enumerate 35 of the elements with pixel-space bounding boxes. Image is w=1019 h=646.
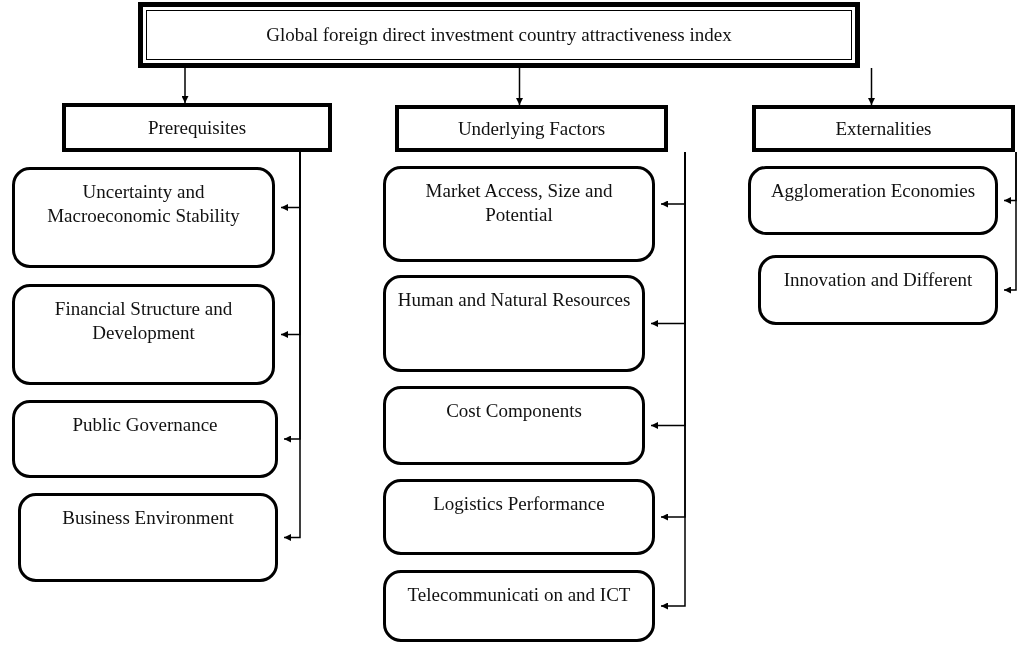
- factor-box: [383, 275, 645, 372]
- factor-box: [383, 479, 655, 555]
- label-text: Underlying Factors: [456, 116, 607, 141]
- label-text: Market Access, Size and Potential: [424, 179, 614, 227]
- label-text: Business Environment: [61, 506, 235, 530]
- factor-box: [18, 493, 278, 582]
- label-text: Telecommunicati on and ICT: [406, 583, 632, 607]
- label-text: Uncertainty and Macroeconomic Stability: [46, 180, 241, 228]
- label-text: Cost Components: [445, 399, 583, 423]
- arrow: [868, 67, 875, 106]
- title-text: Global foreign direct investment country attractiveness index: [265, 23, 733, 47]
- factor-box: [12, 167, 275, 268]
- category-box: [62, 103, 332, 152]
- label-text: Externalities: [834, 116, 933, 141]
- category-box: [395, 105, 668, 152]
- factor-box: [383, 386, 645, 465]
- label-text: Financial Structure and Development: [53, 297, 234, 345]
- label-text: Agglomeration Economies: [769, 179, 977, 203]
- factor-box: [12, 400, 278, 478]
- label-text: Prerequisites: [146, 115, 248, 140]
- factor-box: [12, 284, 275, 385]
- label-text: Public Governance: [71, 413, 219, 437]
- category-box: [752, 105, 1015, 152]
- factor-box: [383, 570, 655, 642]
- factor-box: [383, 166, 655, 262]
- arrow: [660, 151, 686, 610]
- factor-box: [758, 255, 998, 325]
- arrow: [516, 67, 523, 106]
- factor-box: [748, 166, 998, 235]
- title-box: [138, 2, 860, 68]
- arrow: [1003, 151, 1017, 294]
- label-text: Logistics Performance: [432, 492, 606, 516]
- label-text: Human and Natural Resources: [396, 288, 632, 312]
- label-text: Innovation and Different: [782, 268, 974, 292]
- arrow: [181, 67, 189, 104]
